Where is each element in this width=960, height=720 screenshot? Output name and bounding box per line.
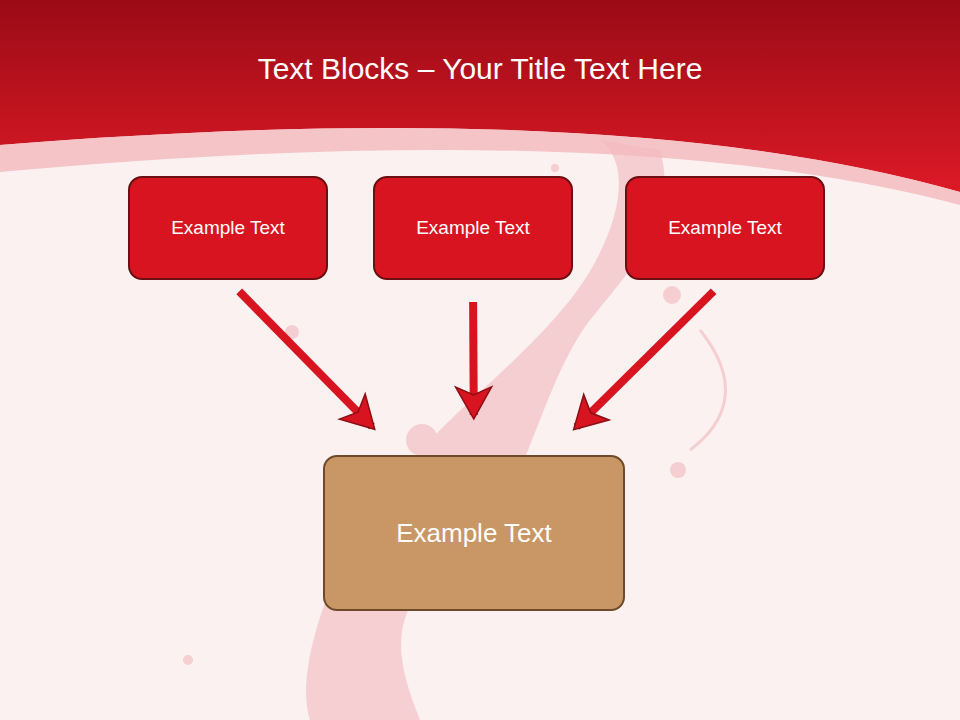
splash-drop — [663, 286, 681, 304]
splash-stream — [306, 140, 664, 720]
text-block: Example Text — [373, 176, 573, 280]
splash-drop — [551, 164, 559, 172]
text-block: Example Text — [128, 176, 328, 280]
slide-title: Text Blocks – Your Title Text Here — [0, 52, 960, 86]
text-block: Example Text — [323, 455, 625, 611]
splash-drop — [183, 655, 193, 665]
arrow-connector — [239, 291, 372, 426]
splash-drop — [670, 462, 686, 478]
splash-drop — [406, 424, 438, 456]
arrow-connector — [469, 302, 478, 415]
block-text: Example Text — [668, 217, 782, 239]
block-text: Example Text — [396, 518, 552, 549]
arrow-connector — [576, 291, 713, 427]
block-text: Example Text — [416, 217, 530, 239]
splash-trail — [690, 330, 725, 450]
text-block: Example Text — [625, 176, 825, 280]
block-text: Example Text — [171, 217, 285, 239]
